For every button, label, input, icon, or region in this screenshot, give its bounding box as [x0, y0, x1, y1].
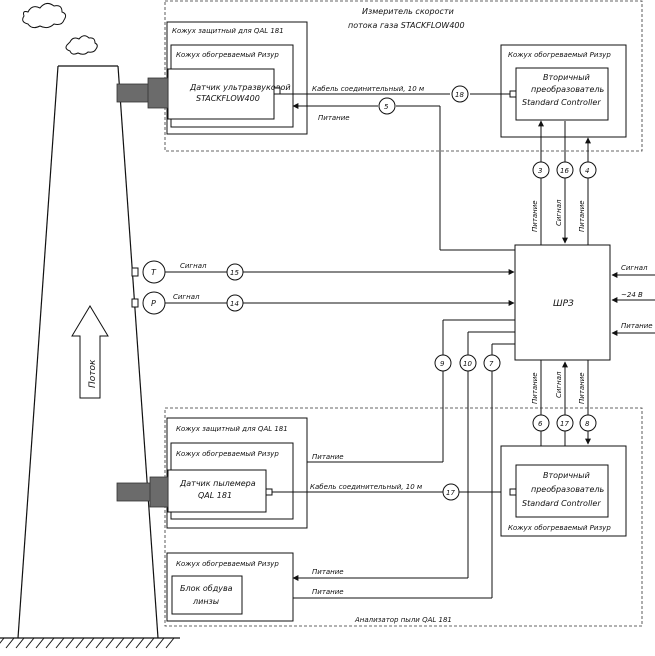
flow-arrow: Поток	[71, 305, 109, 399]
bottom-cable-num: 17	[446, 489, 455, 497]
bottom-sensor-label-1: Датчик пылемера	[179, 479, 256, 488]
lower-link-num-0: 9	[440, 360, 445, 368]
blower-label-2: линзы	[192, 597, 219, 606]
central-cabinet: ШРЗ Сигнал ~24 В Питание	[514, 244, 655, 361]
top-meter-title-1: Измеритель скорости	[362, 7, 454, 16]
top-vertical-links: 3 Питание 16 Сигнал 4 Питание	[531, 120, 597, 245]
lower-link-num-2: 7	[489, 360, 494, 368]
temp-sensor-symbol: T	[151, 268, 157, 277]
vlink-top-label-2: Питание	[578, 200, 586, 232]
vlink-bottom-num-2: 8	[585, 420, 590, 428]
press-sensor-num: 14	[230, 300, 239, 308]
bottom-power-label: Питание	[312, 453, 344, 461]
blower-power-label-2: Питание	[312, 588, 344, 596]
smoke-cloud-icon	[22, 2, 67, 29]
top-meter-group: Измеритель скорости потока газа STACKFLO…	[116, 0, 643, 251]
analyzer-title: Анализатор пыли QAL 181	[354, 616, 452, 624]
vlink-top-label-0: Питание	[531, 200, 539, 232]
top-sensor-label-2: STACKFLOW400	[196, 94, 260, 103]
top-cable-num: 18	[455, 91, 464, 99]
bottom-controller-label-3: Standard Controller	[522, 499, 601, 508]
bottom-controller-port	[509, 488, 517, 496]
top-heated-casing-label: Кожух обогреваемый Ризур	[176, 51, 279, 59]
vlink-bottom-label-0: Питание	[531, 372, 539, 404]
lower-feed-lines: 9 10 7	[242, 319, 515, 601]
vlink-top-num-1: 16	[560, 167, 569, 175]
blower-power-label-1: Питание	[312, 568, 344, 576]
central-right-signal: Сигнал	[621, 264, 648, 272]
press-sensor-symbol: P	[151, 299, 156, 308]
top-cable-label: Кабель соединительный, 10 м	[312, 85, 425, 93]
central-right-voltage: ~24 В	[621, 291, 643, 299]
flow-label: Поток	[88, 359, 98, 388]
stack-chimney	[0, 65, 180, 649]
vlink-bottom-label-2: Питание	[578, 372, 586, 404]
bottom-meter-group: Анализатор пыли QAL 181 Кожух защитный д…	[116, 407, 643, 627]
top-power-num-badge	[378, 97, 396, 115]
blower-casing-label: Кожух обогреваемый Ризур	[176, 560, 279, 568]
vlink-top-label-1: Сигнал	[555, 199, 563, 226]
bottom-protective-casing-label: Кожух защитный для QAL 181	[176, 425, 288, 433]
temperature-sensor: T 15 Сигнал	[131, 260, 515, 284]
temp-sensor-num: 15	[230, 269, 239, 277]
bottom-controller-label-1: Вторичный	[543, 471, 590, 480]
bottom-heated-casing-label: Кожух обогреваемый Ризур	[176, 450, 279, 458]
central-label: ШРЗ	[553, 299, 574, 309]
blower-label-1: Блок обдува	[180, 584, 233, 593]
top-meter-title-2: потока газа STACKFLOW400	[348, 21, 465, 30]
ground-hatching	[0, 637, 175, 649]
top-controller-label-3: Standard Controller	[522, 98, 601, 107]
top-power-label: Питание	[318, 114, 350, 122]
top-controller-label-2: преобразователь	[531, 85, 605, 94]
bottom-cable-label: Кабель соединительный, 10 м	[310, 483, 423, 491]
temp-sensor-label: Сигнал	[180, 262, 207, 270]
pressure-sensor: P 14 Сигнал	[131, 291, 515, 315]
central-right-power: Питание	[621, 322, 653, 330]
top-controller-label-1: Вторичный	[543, 73, 590, 82]
vlink-top-num-0: 3	[538, 167, 542, 175]
press-sensor-label: Сигнал	[173, 293, 200, 301]
bottom-sensor-probe	[116, 476, 169, 508]
top-sensor-probe	[116, 77, 169, 109]
bottom-controller-label-2: преобразователь	[531, 485, 605, 494]
top-cable-num-badge	[451, 85, 469, 103]
vlink-bottom-num-1: 17	[560, 420, 569, 428]
lower-link-num-1: 10	[463, 360, 472, 368]
vlink-bottom-label-1: Сигнал	[555, 371, 563, 398]
top-power-num: 5	[384, 103, 389, 111]
top-right-casing-label: Кожух обогреваемый Ризур	[508, 51, 611, 59]
top-controller-port	[509, 90, 517, 98]
top-sensor-label-1: Датчик ультразвуковой	[189, 83, 291, 92]
top-protective-casing-label: Кожух защитный для QAL 181	[172, 27, 284, 35]
top-sensor-port	[273, 87, 281, 95]
vlink-bottom-num-0: 6	[538, 420, 543, 428]
bottom-right-casing-label: Кожух обогреваемый Ризур	[508, 524, 611, 532]
smoke-cloud-icon	[65, 35, 98, 55]
bottom-sensor-label-2: QAL 181	[198, 491, 232, 500]
bottom-sensor-port	[265, 488, 273, 496]
vlink-top-num-2: 4	[585, 167, 589, 175]
